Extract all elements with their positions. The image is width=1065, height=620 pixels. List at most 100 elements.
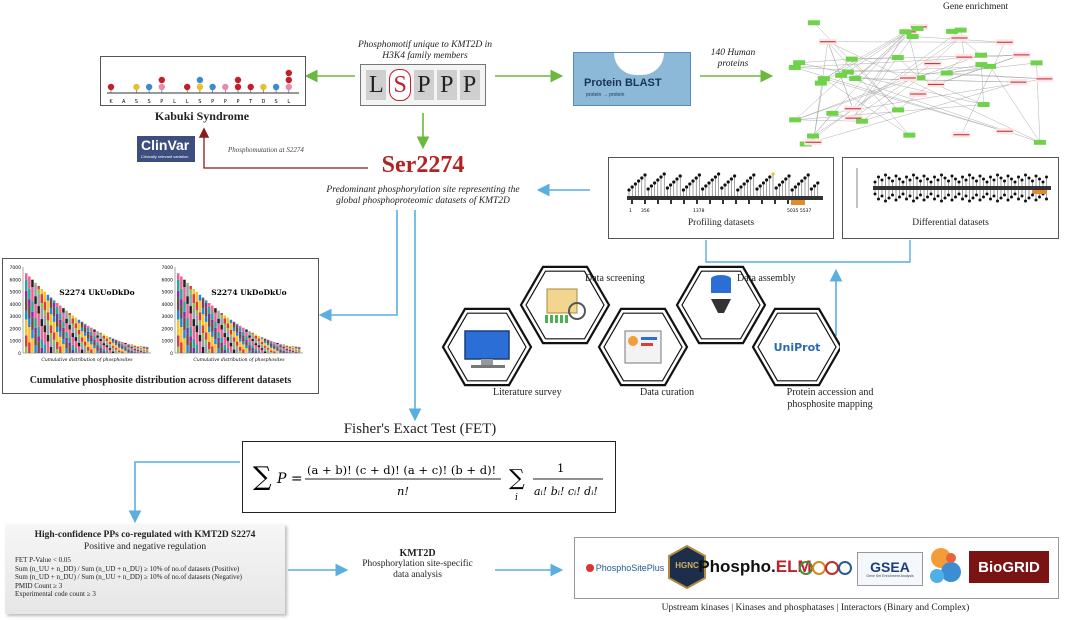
- cum-bar-segment: [204, 300, 208, 303]
- network-edge: [847, 66, 991, 73]
- network-edge: [799, 58, 852, 63]
- cum-bar-segment: [217, 348, 220, 353]
- cum-bar-segment: [118, 352, 121, 353]
- cum-bar-segment: [118, 347, 121, 351]
- cum-bar-segment: [28, 326, 31, 343]
- cum-bar-segment: [242, 341, 245, 345]
- diff-backbone: [873, 186, 1051, 190]
- cum-bar-segment: [142, 349, 146, 351]
- arrow-fet-to-criteria: [128, 461, 240, 524]
- cum-bar-segment: [254, 343, 257, 346]
- cum-bar-segment: [226, 331, 230, 338]
- cum-bar-segment: [80, 349, 84, 353]
- workflow-hexagons: UniProt: [441, 265, 840, 387]
- blast-sub: protein → protein: [586, 92, 625, 98]
- data-cylinder-icon: [560, 315, 563, 323]
- diff-up-mark: [891, 179, 894, 183]
- residue-mark: [196, 76, 204, 84]
- cum-bar-segment: [217, 323, 220, 332]
- cum-bar-segment: [62, 312, 65, 322]
- diff-domain-icon: [1033, 190, 1047, 194]
- diff-up-mark: [950, 174, 954, 178]
- cum-bar-segment: [220, 346, 223, 353]
- cum-bar-segment: [52, 307, 56, 317]
- cum-bar-segment: [74, 328, 78, 332]
- cum-bar-segment: [285, 345, 288, 346]
- cum-y-tick: 6000: [10, 277, 22, 283]
- cum-bar-segment: [276, 348, 279, 350]
- cum-bar-segment: [102, 334, 105, 336]
- data-cylinder-icon: [555, 315, 558, 323]
- residue-letter: K: [109, 99, 113, 105]
- network-gene-node: [891, 55, 904, 61]
- network-gene-node: [911, 25, 924, 31]
- site-mark: [659, 175, 663, 179]
- cum-bar-segment: [25, 297, 28, 311]
- cum-bar-segment: [52, 316, 56, 322]
- diff-up-mark: [957, 180, 961, 184]
- cum-bar-segment: [192, 319, 195, 327]
- cum-bar-segment: [93, 331, 96, 337]
- cum-bar-segment: [25, 319, 28, 336]
- cum-bar-segment: [204, 339, 208, 345]
- cum-bar-segment: [31, 287, 34, 302]
- cum-bar-segment: [223, 333, 226, 338]
- residue-mark: [133, 83, 140, 91]
- cum-bar-segment: [130, 348, 133, 350]
- cum-bar-segment: [279, 348, 282, 350]
- cum-bar-segment: [285, 347, 288, 349]
- cum-bar-segment: [214, 339, 217, 345]
- site-mark: [707, 181, 711, 185]
- cum-bar-segment: [214, 327, 217, 332]
- cum-bar-segment: [93, 348, 96, 353]
- cum-bar-segment: [232, 321, 236, 323]
- cum-bar-segment: [291, 348, 295, 350]
- curation-pie-icon: [628, 336, 638, 346]
- cum-bar-segment: [266, 340, 270, 342]
- network-edge: [851, 58, 899, 111]
- cum-bar-segment: [201, 314, 205, 326]
- diff-down-mark: [982, 195, 985, 199]
- cum-bar-segment: [220, 343, 223, 347]
- arrow-ser-to-cumulative: [318, 210, 398, 322]
- network-gene-node: [807, 20, 820, 26]
- cum-bar-segment: [266, 339, 270, 341]
- diff-up-mark: [961, 175, 964, 179]
- network-gene-node: [826, 110, 839, 116]
- label-data-assembly: Data assembly: [737, 273, 796, 284]
- residue-mark: [285, 83, 292, 91]
- diff-down-mark: [884, 199, 887, 203]
- diff-down-mark: [926, 195, 929, 199]
- site-mark: [797, 182, 801, 186]
- network-gene-node: [940, 70, 953, 76]
- cum-bar-segment: [114, 345, 118, 348]
- cum-bar-segment: [189, 285, 192, 290]
- residue-mark: [285, 69, 292, 77]
- cum-bar-segment: [121, 346, 124, 349]
- cum-bar-segment: [211, 323, 214, 332]
- site-mark: [662, 172, 666, 176]
- cum-bar-segment: [270, 343, 273, 345]
- cum-bar-segment: [217, 331, 220, 338]
- svg-text:∑: ∑: [509, 466, 525, 491]
- network-edge: [961, 42, 1005, 135]
- cum-bar-segment: [220, 325, 223, 330]
- cum-bar-segment: [87, 341, 90, 348]
- cum-bar-segment: [28, 305, 31, 319]
- cum-bar-segment: [242, 337, 245, 342]
- cum-bar-segment: [180, 276, 183, 289]
- cum-bar-segment: [96, 345, 99, 347]
- residue-letter: T: [248, 99, 253, 105]
- cum-bar-segment: [294, 346, 298, 348]
- cum-bar-segment: [251, 345, 254, 348]
- site-mark: [736, 188, 740, 192]
- residue-mark: [260, 83, 267, 91]
- cum-bar-segment: [52, 321, 56, 333]
- cum-bar-segment: [43, 344, 47, 353]
- cum-bar-segment: [183, 287, 186, 302]
- cum-bar-segment: [96, 337, 99, 343]
- cum-bar-segment: [114, 341, 118, 344]
- cum-bar-segment: [220, 313, 223, 316]
- cum-bar-segment: [124, 350, 127, 353]
- cum-bar-segment: [28, 342, 31, 353]
